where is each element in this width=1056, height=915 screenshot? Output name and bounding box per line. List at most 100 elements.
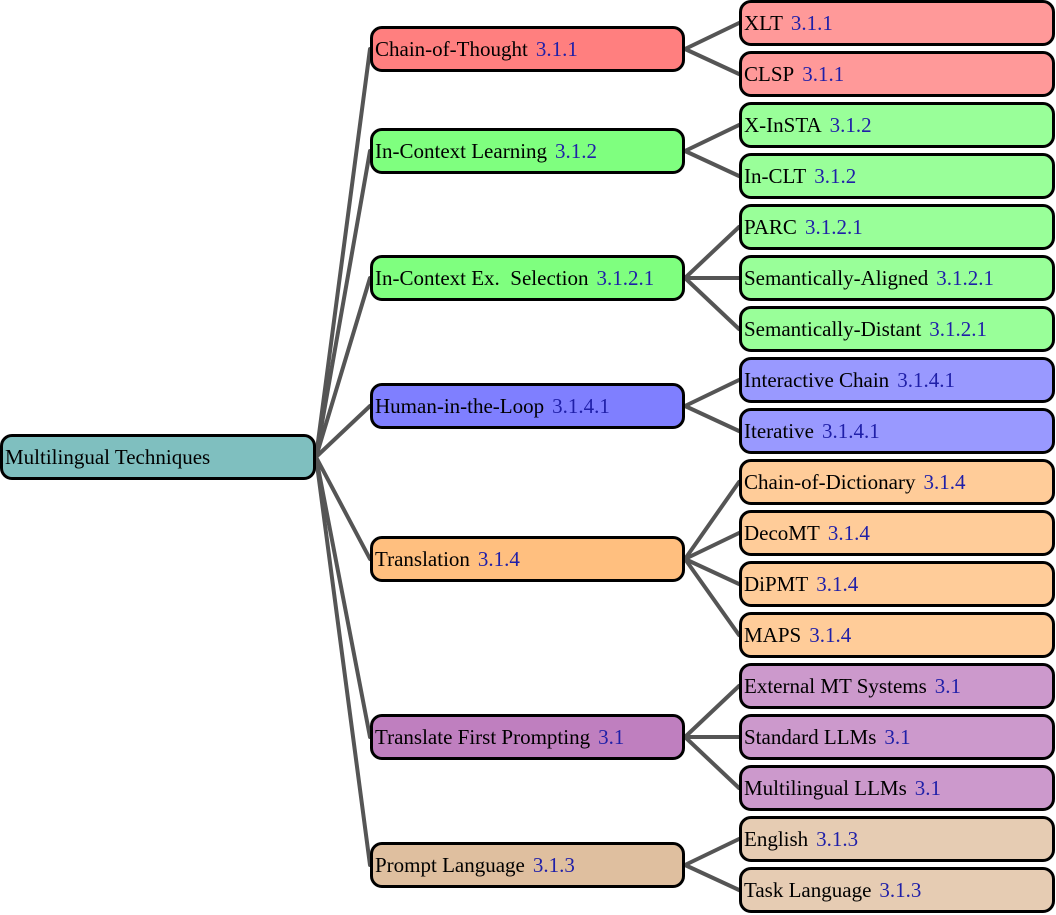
section-ref: 3.1.1 (790, 10, 833, 35)
edge-branch-to-leaf (683, 276, 741, 331)
section-ref: 3.1 (884, 724, 911, 749)
edge-branch-to-leaf (683, 149, 741, 178)
node-in-context-example-selection: In-Context Ex. Selection 3.1.2.1 (370, 255, 685, 301)
section-ref: 3.1.2 (829, 112, 872, 137)
section-ref: 3.1.4 (923, 469, 966, 494)
node-label: Chain-of-Dictionary (744, 469, 916, 494)
section-ref: 3.1.4.1 (897, 367, 955, 392)
root-node: Multilingual Techniques (0, 434, 316, 480)
edge-branch-to-leaf (683, 557, 741, 637)
edge-root-to-branch (314, 149, 372, 459)
node-label: External MT Systems (744, 673, 927, 698)
section-ref: 3.1.4.1 (821, 418, 880, 443)
node-label: DiPMT (744, 571, 809, 596)
section-ref: 3.1 (598, 724, 625, 749)
edge-branch-to-leaf (683, 123, 741, 153)
section-ref: 3.1.2 (814, 163, 857, 188)
node-label: Chain-of-Thought (375, 36, 528, 61)
node-label: Task Language (744, 877, 872, 902)
edge-branch-to-leaf (683, 557, 741, 586)
node-task-language: Task Language 3.1.3 (739, 867, 1055, 913)
section-ref: 3.1.3 (879, 877, 922, 902)
node-label: Multilingual LLMs (744, 775, 907, 800)
node-maps: MAPS 3.1.4 (739, 612, 1055, 658)
node-chain-of-thought: Chain-of-Thought 3.1.1 (370, 26, 685, 72)
edge-branch-to-leaf (683, 735, 741, 790)
section-ref: 3.1.2 (555, 138, 598, 163)
node-chain-of-dictionary: Chain-of-Dictionary 3.1.4 (739, 459, 1055, 505)
edge-root-to-branch (314, 455, 372, 739)
edge-root-to-branch (314, 47, 372, 459)
node-xlt: XLT 3.1.1 (739, 0, 1055, 46)
node-clsp: CLSP 3.1.1 (739, 51, 1055, 97)
edge-branch-to-leaf (683, 378, 741, 408)
edge-branch-to-leaf (683, 47, 741, 76)
node-label: In-Context Learning (375, 138, 548, 163)
node-label: Semantically-Aligned (744, 265, 929, 290)
section-ref: 3.1.3 (532, 852, 575, 877)
section-ref: 3.1.2.1 (804, 214, 863, 239)
node-label: English (744, 826, 809, 851)
node-label: X-InSTA (744, 112, 822, 137)
root-node-label: Multilingual Techniques (5, 444, 211, 469)
node-semantically-distant: Semantically-Distant 3.1.2.1 (739, 306, 1055, 352)
section-ref: 3.1.2.1 (596, 265, 655, 290)
section-ref: 3.1.1 (802, 61, 845, 86)
section-ref: 3.1 (934, 673, 962, 698)
node-label: Human-in-the-Loop (375, 393, 545, 418)
section-ref: 3.1.4 (809, 622, 852, 647)
node-iterative: Iterative 3.1.4.1 (739, 408, 1055, 454)
node-label: CLSP (744, 61, 795, 86)
node-label: In-Context Ex. Selection (375, 265, 589, 290)
node-label: Semantically-Distant (744, 316, 922, 341)
section-ref: 3.1.3 (816, 826, 859, 851)
edge-branch-to-leaf (683, 531, 741, 561)
node-standard-llms: Standard LLMs 3.1 (739, 714, 1055, 760)
edge-branch-to-leaf (683, 837, 741, 867)
node-decomt: DecoMT 3.1.4 (739, 510, 1055, 556)
section-ref: 3.1.1 (535, 36, 578, 61)
section-ref: 3.1.4 (827, 520, 870, 545)
node-external-mt-systems: External MT Systems 3.1 (739, 663, 1055, 709)
edge-root-to-branch (314, 455, 372, 561)
node-label: DecoMT (744, 520, 820, 545)
node-x-insta: X-InSTA 3.1.2 (739, 102, 1055, 148)
node-translation: Translation 3.1.4 (370, 536, 685, 582)
section-ref: 3.1.4 (816, 571, 859, 596)
node-label: In-CLT (744, 163, 807, 188)
node-label: Interactive Chain (744, 367, 890, 392)
edge-root-to-branch (314, 276, 372, 459)
node-label: Translate First Prompting (375, 724, 591, 749)
node-label: XLT (744, 10, 783, 35)
edge-branch-to-leaf (683, 480, 741, 561)
node-label: MAPS (744, 622, 802, 647)
section-ref: 3.1.2.1 (936, 265, 995, 290)
edge-branch-to-leaf (683, 404, 741, 433)
node-label: Standard LLMs (744, 724, 877, 749)
section-ref: 3.1.4.1 (552, 393, 610, 418)
node-label: Prompt Language (375, 852, 525, 877)
node-semantically-aligned: Semantically-Aligned 3.1.2.1 (739, 255, 1055, 301)
section-ref: 3.1.2.1 (929, 316, 988, 341)
edge-root-to-branch (314, 404, 372, 459)
node-parc: PARC 3.1.2.1 (739, 204, 1055, 250)
node-prompt-language: Prompt Language 3.1.3 (370, 842, 685, 888)
edge-branch-to-leaf (683, 21, 741, 51)
node-label: PARC (744, 214, 797, 239)
edge-root-to-branch (314, 455, 372, 867)
node-human-in-the-loop: Human-in-the-Loop 3.1.4.1 (370, 383, 685, 429)
node-english: English 3.1.3 (739, 816, 1055, 862)
edge-branch-to-leaf (683, 684, 741, 739)
node-translate-first-prompting: Translate First Prompting 3.1 (370, 714, 685, 760)
node-dipmt: DiPMT 3.1.4 (739, 561, 1055, 607)
edge-branch-to-leaf (683, 225, 741, 280)
node-label: Iterative (744, 418, 814, 443)
node-in-clt: In-CLT 3.1.2 (739, 153, 1055, 199)
node-in-context-learning: In-Context Learning 3.1.2 (370, 128, 685, 174)
section-ref: 3.1.4 (477, 546, 520, 571)
node-label: Translation (375, 546, 470, 571)
edge-branch-to-leaf (683, 863, 741, 892)
node-interactive-chain: Interactive Chain 3.1.4.1 (739, 357, 1055, 403)
